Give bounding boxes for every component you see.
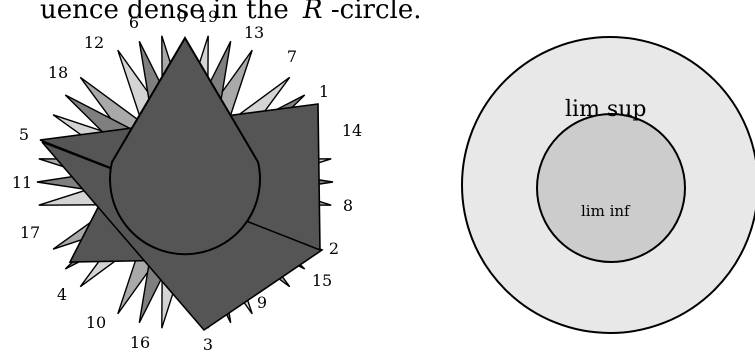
limit-disks: lim sup lim inf [462,37,755,333]
star-index-label: 16 [130,333,150,352]
caption-text: uence dense in the R -circle. [40,0,422,25]
caption-fragment: uence dense in the [40,0,289,25]
lim-inf-label: lim inf [581,202,631,220]
caption-variable: R [302,0,323,25]
star-index-label: 9 [257,293,267,312]
lim-inf-disk [537,114,685,262]
star-index-label: 2 [329,239,339,258]
star-index-label: 12 [84,33,104,52]
star-index-label: 4 [57,285,67,304]
star-index-label: 10 [86,313,106,332]
star-index-label: 6 [129,13,139,32]
star-index-label: 8 [343,196,353,215]
star-index-label: 11 [12,173,32,192]
star-index-label: 3 [203,335,213,354]
star-index-label: 5 [19,125,29,144]
star-index-label: 19 [198,7,218,26]
star-index-label: 7 [287,47,297,66]
caption-tail: -circle. [331,0,422,25]
lim-sup-label: lim sup [565,97,646,122]
star-index-label: 1 [319,82,329,101]
star-index-label: 13 [244,23,264,42]
star-index-label: 14 [342,121,362,140]
star-index-label: 0 [177,7,187,26]
star-index-label: 17 [20,223,40,242]
star-index-label: 18 [48,63,68,82]
star-index-label: 15 [312,271,332,290]
